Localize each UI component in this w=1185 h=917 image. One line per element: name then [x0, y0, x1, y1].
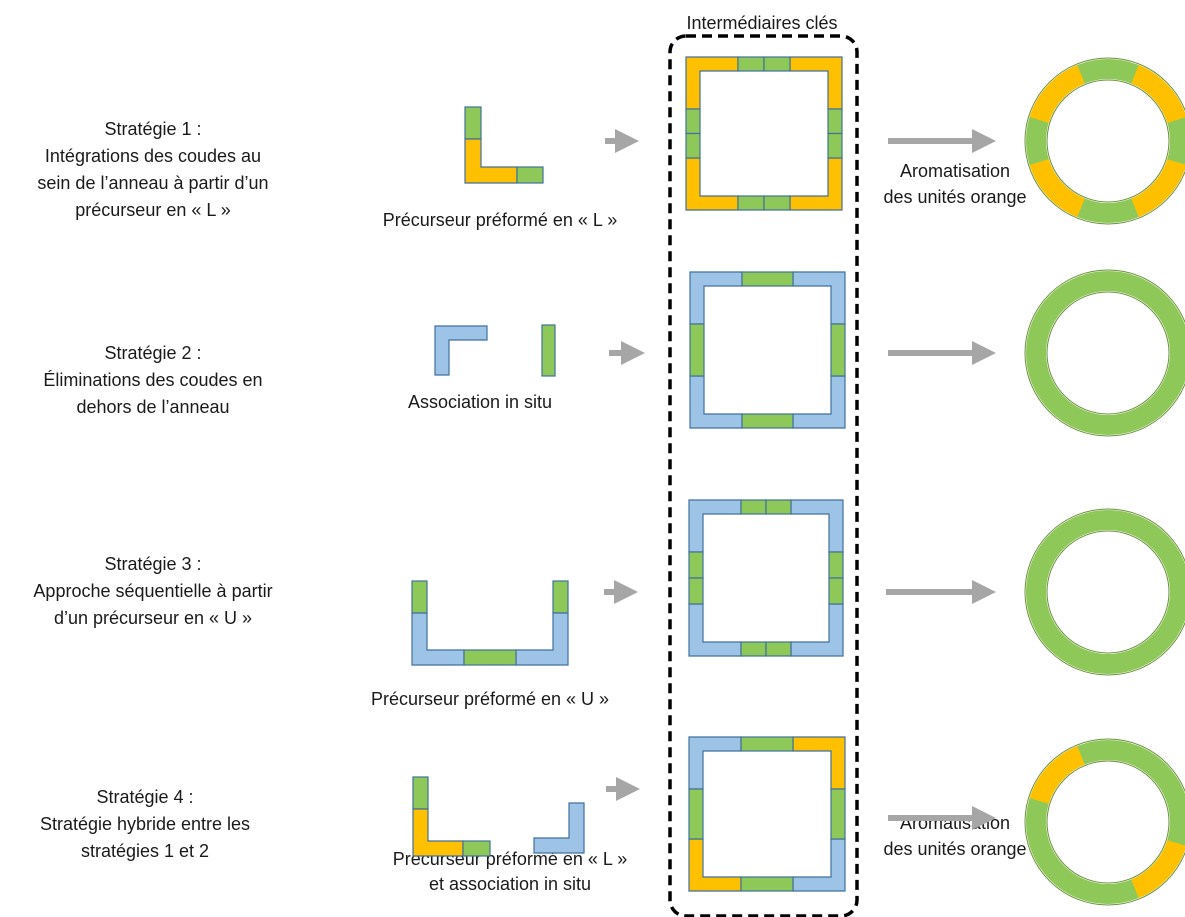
intermediate-3-right-green-a — [828, 551, 844, 579]
key-intermediates-box — [668, 34, 859, 917]
intermediate-1-corner-top-left — [685, 56, 739, 110]
l-precursor-4-green-horizontal — [462, 840, 491, 857]
product-1-ring-green — [1026, 59, 1185, 223]
intermediate-1-corner-bottom-right — [789, 157, 843, 211]
product-1-ring-orange-1 — [1029, 64, 1086, 124]
strategy-4-line-3: stratégies 1 et 2 — [80, 841, 210, 861]
intermediate-4-bottom-green — [740, 876, 794, 892]
intermediate-4-right-green — [830, 788, 846, 840]
intermediate-1-right-green-b — [827, 132, 843, 159]
precursor-4-blue-corner — [533, 802, 585, 854]
strategy-3-title: Stratégie 3 : — [104, 554, 202, 574]
precursor-2-blue-corner — [434, 325, 488, 376]
intermediate-2-top-green — [741, 271, 794, 287]
strategy-4-description: Stratégie 4 : Stratégie hybride entre le… — [0, 784, 290, 865]
intermediate-3-corner-bottom-right — [790, 603, 844, 657]
precursor-caption-2: Association in situ — [407, 392, 553, 412]
strategy-2-line-2: Éliminations des coudes en — [43, 370, 263, 390]
strategy-1-title: Stratégie 1 : — [104, 119, 202, 139]
product-1-ring-orange-2 — [1130, 64, 1185, 124]
intermediate-4-corner-bottom-right — [792, 838, 846, 892]
product-4-ring-orange-1 — [1029, 745, 1086, 805]
l-precursor-4-orange-corner — [412, 808, 464, 857]
u-precursor-blue-left — [411, 612, 465, 666]
product-3-ring-outline-outer — [1024, 508, 1185, 676]
intermediate-2-corner-top-left — [689, 271, 743, 325]
intermediate-2-bottom-green — [741, 413, 794, 429]
product-3-ring-green — [1026, 510, 1185, 674]
intermediate-4-top-green — [740, 736, 794, 752]
strategy-2-description: Stratégie 2 : Éliminations des coudes en… — [0, 340, 306, 421]
l-precursor-1-green-vertical — [464, 106, 482, 140]
intermediate-3-top-green-a — [740, 499, 767, 515]
intermediate-3-bottom-green-b — [765, 641, 792, 657]
u-precursor-green-left — [411, 580, 428, 614]
strategy-4-line-2: Stratégie hybride entre les — [39, 814, 251, 834]
product-1-ring-outline-inner — [1046, 79, 1170, 203]
product-2-ring-outline-outer — [1024, 269, 1185, 437]
intermediate-1-bottom-green-b — [763, 195, 791, 211]
strategy-1-description: Stratégie 1 : Intégrations des coudes au… — [0, 116, 306, 224]
product-2-ring-outline-inner — [1046, 291, 1170, 415]
intermediate-1-top-green-a — [737, 56, 765, 72]
intermediate-1-corner-top-right — [789, 56, 843, 110]
intermediate-2-corner-bottom-left — [689, 375, 743, 429]
aromatisation-caption-1: Aromatisation des unités orange — [883, 161, 1027, 207]
l-precursor-1-green-horizontal — [516, 166, 544, 184]
strategy-3-line-2: Approche séquentielle à partir — [33, 581, 273, 601]
u-precursor-blue-right — [515, 612, 569, 666]
intermediate-1-left-green-a — [685, 108, 701, 135]
intermediate-3-bottom-green-a — [740, 641, 767, 657]
intermediate-2-left-green — [689, 323, 705, 377]
intermediate-3-corner-top-right — [790, 499, 844, 553]
product-2-ring-green — [1026, 271, 1185, 435]
product-1-ring-orange-4 — [1029, 158, 1086, 218]
intermediate-4-corner-top-left — [688, 736, 742, 790]
precursor-caption-1: Précurseur préformé en « L » — [382, 210, 618, 230]
intermediate-3-top-green-b — [765, 499, 792, 515]
u-precursor-green-right — [552, 580, 569, 614]
product-1-ring-orange-3 — [1130, 158, 1185, 218]
precursor-caption-3: Précurseur préformé en « U » — [370, 689, 610, 709]
strategy-1-line-3: sein de l’anneau à partir d’un — [37, 173, 269, 193]
intermediate-1-bottom-green-a — [737, 195, 765, 211]
intermediate-3-corner-bottom-left — [688, 603, 742, 657]
intermediate-3-left-green-a — [688, 551, 704, 579]
product-4-ring-green — [1026, 740, 1185, 904]
intermediate-1-left-green-b — [685, 132, 701, 159]
product-3-ring-outline-inner — [1046, 530, 1170, 654]
intermediate-1-right-green-a — [827, 108, 843, 135]
strategy-4-title: Stratégie 4 : — [96, 787, 194, 807]
u-precursor-green-bottom — [463, 649, 517, 666]
intermediate-3-left-green-b — [688, 577, 704, 605]
intermediate-1-top-green-b — [763, 56, 791, 72]
strategy-3-description: Stratégie 3 : Approche séquentielle à pa… — [0, 551, 306, 632]
intermediate-1-corner-bottom-left — [685, 157, 739, 211]
precursor-2-green-bar — [541, 324, 556, 377]
strategy-2-title: Stratégie 2 : — [104, 343, 202, 363]
intermediate-2-corner-top-right — [792, 271, 846, 325]
intermediate-4-left-green — [688, 788, 704, 840]
product-4-ring-outline-inner — [1046, 760, 1170, 884]
intermediate-3-corner-top-left — [688, 499, 742, 553]
intermediate-3-right-green-b — [828, 577, 844, 605]
strategy-2-line-3: dehors de l’anneau — [76, 397, 230, 417]
strategy-1-line-2: Intégrations des coudes au — [44, 146, 262, 166]
product-4-ring-outline-outer — [1024, 738, 1185, 906]
intermediate-2-right-green — [830, 323, 846, 377]
product-1-ring-outline-outer — [1024, 57, 1185, 225]
strategy-3-line-3: d’un précurseur en « U » — [53, 608, 253, 628]
intermediate-4-corner-bottom-left — [688, 838, 742, 892]
strategy-1-line-4: précurseur en « L » — [75, 200, 231, 220]
key-intermediates-label: Intermédiaires clés — [686, 13, 837, 33]
intermediate-2-corner-bottom-right — [792, 375, 846, 429]
l-precursor-1-orange-corner — [464, 138, 518, 184]
product-4-ring-orange-2 — [1130, 839, 1185, 899]
intermediate-4-corner-top-right — [792, 736, 846, 790]
l-precursor-4-green-vertical — [412, 776, 429, 810]
